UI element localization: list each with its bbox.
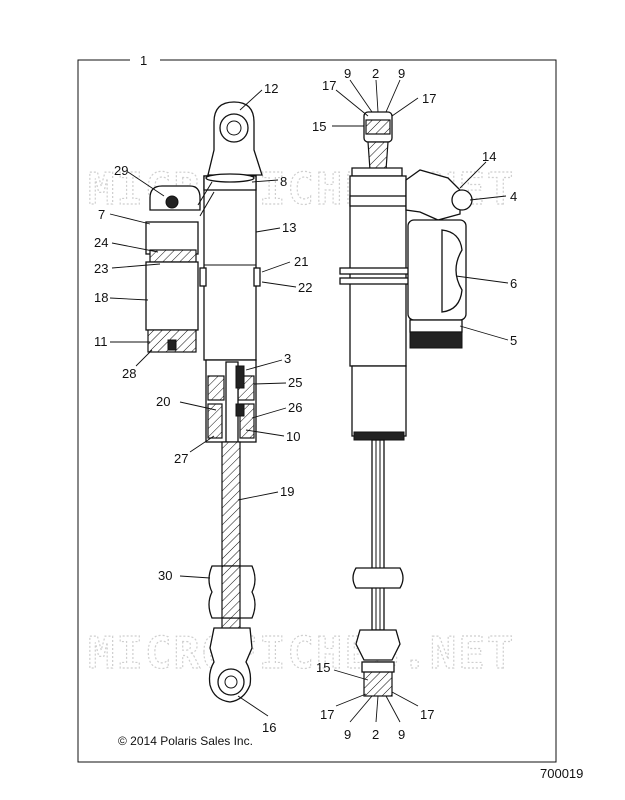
callout-24: 24 [94,235,108,250]
callout-right-15-bottom: 15 [316,660,330,675]
callout-right-17-bottom-left: 17 [320,707,334,722]
callout-right-2-top: 2 [372,66,379,81]
callout-21: 21 [294,254,308,269]
callout-right-15-top: 15 [312,119,326,134]
callout-11: 11 [94,334,108,349]
callout-18: 18 [94,290,108,305]
callout-16: 16 [262,720,276,735]
callout-right-4: 4 [510,189,517,204]
left-shock-section [145,101,263,703]
callout-right-6: 6 [510,276,517,291]
callout-22: 22 [298,280,312,295]
callout-labels: 12 29 8 7 13 24 23 21 22 18 11 28 3 25 2… [94,66,517,742]
callout-right-14: 14 [482,149,496,164]
frame-label: 1 [140,53,147,68]
callout-20: 20 [156,394,170,409]
callout-29: 29 [114,163,128,178]
callout-8: 8 [280,174,287,189]
callout-13: 13 [282,220,296,235]
callout-right-2-bottom: 2 [372,727,379,742]
figure-id: 700019 [540,766,583,781]
callout-23: 23 [94,261,108,276]
callout-right-9-top-left: 9 [344,66,351,81]
callout-right-9-top-right: 9 [398,66,405,81]
callout-10: 10 [286,429,300,444]
copyright-text: © 2014 Polaris Sales Inc. [118,734,253,748]
callout-19: 19 [280,484,294,499]
callout-right-9-bottom-left: 9 [344,727,351,742]
callout-27: 27 [174,451,188,466]
watermark-bottom: MICROFICHES.NET [88,628,515,679]
callout-7: 7 [98,207,105,222]
callout-right-9-bottom-right: 9 [398,727,405,742]
diagram-frame [77,59,557,763]
callout-right-17-top-right: 17 [422,91,436,106]
callout-25: 25 [288,375,302,390]
callout-26: 26 [288,400,302,415]
callout-28: 28 [122,366,136,381]
callout-right-5: 5 [510,333,517,348]
callout-3: 3 [284,351,291,366]
callout-12: 12 [264,81,278,96]
right-shock-exterior [339,111,473,697]
callout-right-17-bottom-right: 17 [420,707,434,722]
callout-30: 30 [158,568,172,583]
callout-right-17-top-left: 17 [322,78,336,93]
leader-lines [109,79,509,723]
